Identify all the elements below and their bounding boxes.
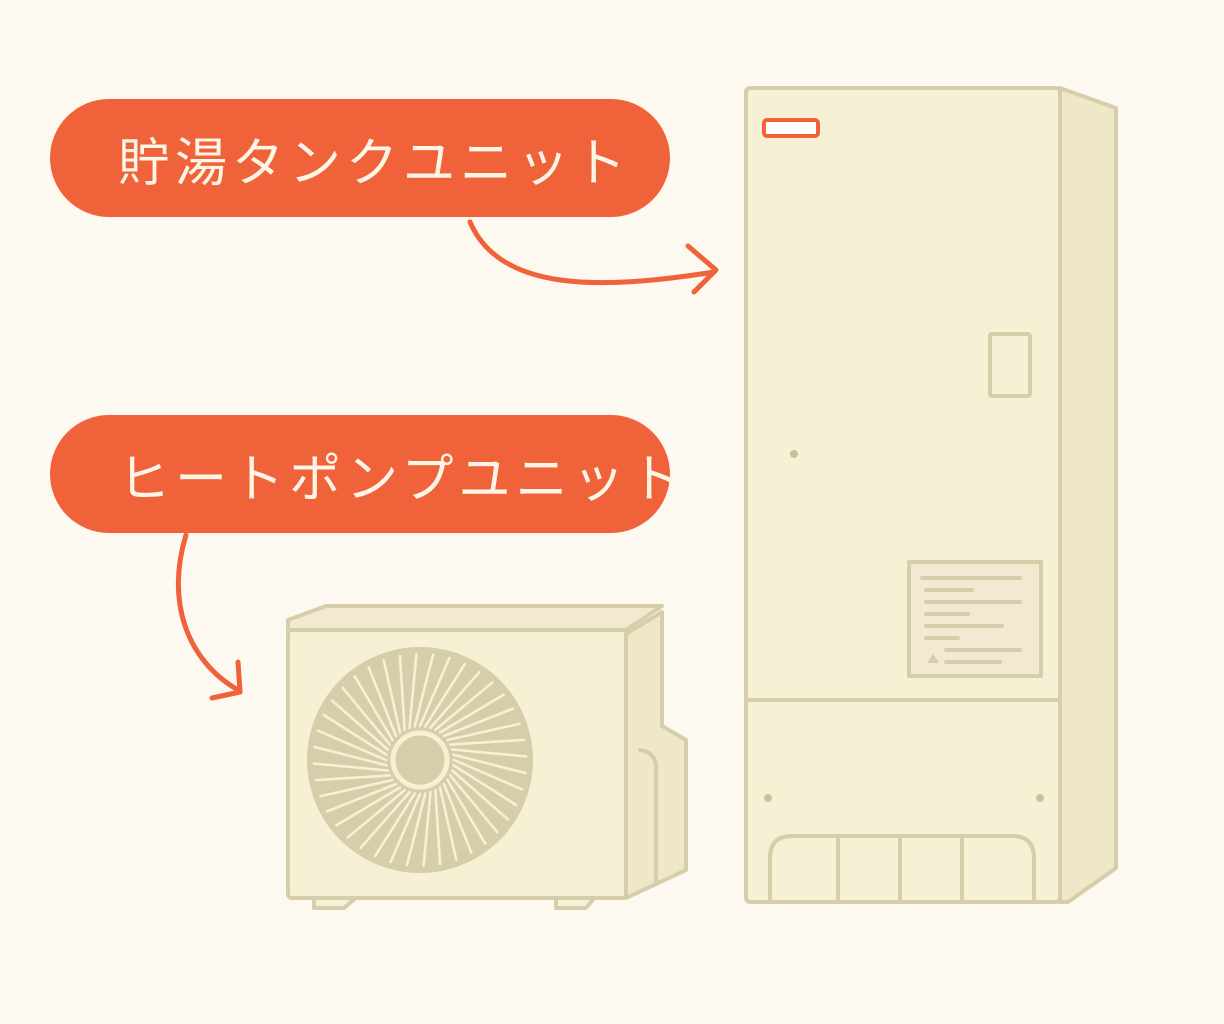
fan-blades xyxy=(312,652,528,868)
fan-blade xyxy=(325,782,398,813)
heat-pump-top-panel xyxy=(286,604,664,632)
fan-blade xyxy=(359,790,411,850)
tank-side-panel xyxy=(1058,86,1118,904)
fan-blade xyxy=(341,686,392,746)
fan-blade xyxy=(448,738,526,746)
fan-blade xyxy=(408,652,418,730)
warning-triangle-icon xyxy=(927,654,939,663)
fan-blade xyxy=(373,792,417,858)
tank-front-panel xyxy=(744,86,1062,904)
fan-blade xyxy=(438,786,458,861)
label-tank-unit: 貯湯タンクユニット xyxy=(50,99,670,217)
arrow-to-tank xyxy=(467,219,719,295)
fan-blade xyxy=(438,693,505,734)
tank-access-panel xyxy=(988,332,1032,398)
fan-blade xyxy=(446,778,487,845)
fan-blade xyxy=(434,788,442,866)
fan-blade xyxy=(423,662,467,728)
fan-blade xyxy=(452,758,524,791)
fan-blade xyxy=(450,748,528,758)
fan-blade xyxy=(446,722,521,742)
fan-blade xyxy=(452,763,518,807)
fan-blade xyxy=(434,681,494,732)
fan-blade xyxy=(353,675,394,742)
fan-blade xyxy=(442,782,473,855)
fan-blade xyxy=(382,659,402,734)
tank-screws xyxy=(764,450,1044,802)
fan-blade xyxy=(367,665,398,738)
arrow-to-heat-pump xyxy=(175,532,243,701)
fan-blade xyxy=(450,769,510,821)
fan-hub xyxy=(390,730,450,790)
label-heat-pump-unit: ヒートポンプユニット xyxy=(50,415,681,533)
fan-blade xyxy=(312,762,390,772)
fan-blade xyxy=(452,753,527,775)
fan-blade xyxy=(413,653,435,728)
fan-blade xyxy=(316,729,388,762)
fan-blade xyxy=(346,788,406,839)
fan-blade xyxy=(405,792,427,867)
fan-blade xyxy=(322,713,388,757)
fan-blade xyxy=(448,774,499,834)
tank-brand-badge xyxy=(762,118,820,138)
fan-blade xyxy=(429,670,481,730)
storage-tank-unit xyxy=(744,86,1118,904)
fan-blade xyxy=(314,774,392,782)
fan-blade xyxy=(313,745,388,767)
fan-blade xyxy=(422,790,432,868)
tank-label-lines xyxy=(920,576,1022,664)
fan-blade xyxy=(398,654,406,732)
fan-blade xyxy=(330,699,390,751)
fan-blade xyxy=(442,707,515,738)
fan-blade xyxy=(389,792,422,864)
fan-blade xyxy=(418,656,451,728)
fan-blade xyxy=(335,786,402,827)
fan-blade xyxy=(319,778,394,798)
